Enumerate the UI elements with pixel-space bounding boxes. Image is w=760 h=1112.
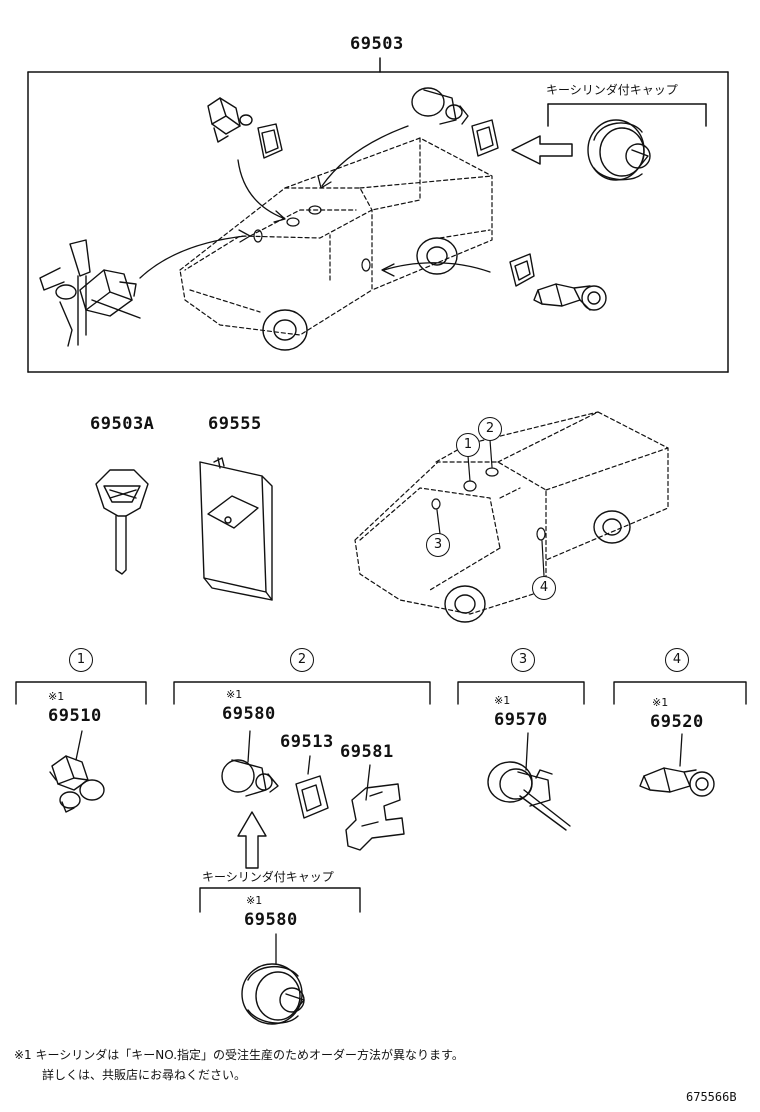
key-drawing bbox=[95, 469, 149, 575]
section-4-mark: ※1 bbox=[652, 696, 669, 709]
cylinder-3 bbox=[487, 761, 571, 831]
cap-bottom bbox=[241, 963, 305, 1025]
cylinder-2 bbox=[221, 759, 279, 797]
callout-leaders bbox=[436, 439, 545, 577]
gasket-top-left bbox=[257, 123, 283, 159]
cylinder-top-left bbox=[207, 97, 253, 143]
section-4-number: 4 bbox=[665, 648, 689, 672]
truck-top bbox=[179, 137, 493, 336]
assembly-frame bbox=[27, 57, 729, 373]
part-number-key-case: 69555 bbox=[208, 414, 262, 434]
gasket-right bbox=[509, 253, 535, 287]
part-number-key: 69503A bbox=[90, 414, 155, 434]
part-number-cap-2: 69580 bbox=[244, 910, 298, 930]
footnote-line-1: ※1 キーシリンダは「キーNO.指定」の受注生産のためオーダー方法が異なります。 bbox=[14, 1048, 464, 1062]
gasket-top-center bbox=[471, 119, 499, 157]
section-3-mark: ※1 bbox=[494, 694, 511, 707]
cylinder-1 bbox=[49, 755, 105, 813]
callout-3: 3 bbox=[426, 533, 450, 557]
part-leaders bbox=[75, 730, 683, 965]
cap-bracket bbox=[547, 103, 707, 127]
part-number-retainer-2: 69581 bbox=[340, 742, 394, 762]
truck-top-wheels bbox=[262, 237, 458, 351]
section-brackets bbox=[15, 681, 747, 913]
part-number-cyl-3: 69570 bbox=[494, 710, 548, 730]
cylinder-right bbox=[533, 283, 607, 311]
callout-2: 2 bbox=[478, 417, 502, 441]
retainer-2 bbox=[345, 783, 405, 851]
gasket-2 bbox=[295, 775, 329, 819]
section-2-mark: ※1 bbox=[226, 688, 243, 701]
cap-section-mark: ※1 bbox=[246, 894, 263, 907]
section-1-mark: ※1 bbox=[48, 690, 65, 703]
part-number-gasket-2: 69513 bbox=[280, 732, 334, 752]
hollow-arrow-left bbox=[511, 135, 573, 165]
truck-middle-wheels bbox=[444, 510, 631, 623]
ignition-key-set bbox=[39, 239, 141, 347]
section-2-number: 2 bbox=[290, 648, 314, 672]
section-1-number: 1 bbox=[69, 648, 93, 672]
cap-label-top: キーシリンダ付キャップ bbox=[546, 83, 678, 97]
curved-arrows bbox=[139, 125, 491, 279]
truck-lock-spots bbox=[253, 205, 371, 272]
key-case-drawing bbox=[199, 457, 273, 601]
truck-middle-spots bbox=[431, 467, 546, 541]
cylinder-4 bbox=[639, 767, 715, 797]
hollow-arrow-up bbox=[237, 811, 267, 869]
part-number-cyl-2: 69580 bbox=[222, 704, 276, 724]
cap-label-bottom: キーシリンダ付キャップ bbox=[202, 870, 334, 884]
callout-4: 4 bbox=[532, 576, 556, 600]
callout-1: 1 bbox=[456, 433, 480, 457]
section-3-number: 3 bbox=[511, 648, 535, 672]
part-number-main: 69503 bbox=[350, 34, 404, 54]
footnote-line-2: 詳しくは、共販店にお尋ねください。 bbox=[42, 1068, 247, 1082]
part-number-cyl-4: 69520 bbox=[650, 712, 704, 732]
reference-code: 675566B bbox=[686, 1090, 737, 1104]
part-number-cyl-1: 69510 bbox=[48, 706, 102, 726]
cylinder-top-center bbox=[411, 87, 469, 125]
cap-top-right bbox=[587, 119, 651, 181]
